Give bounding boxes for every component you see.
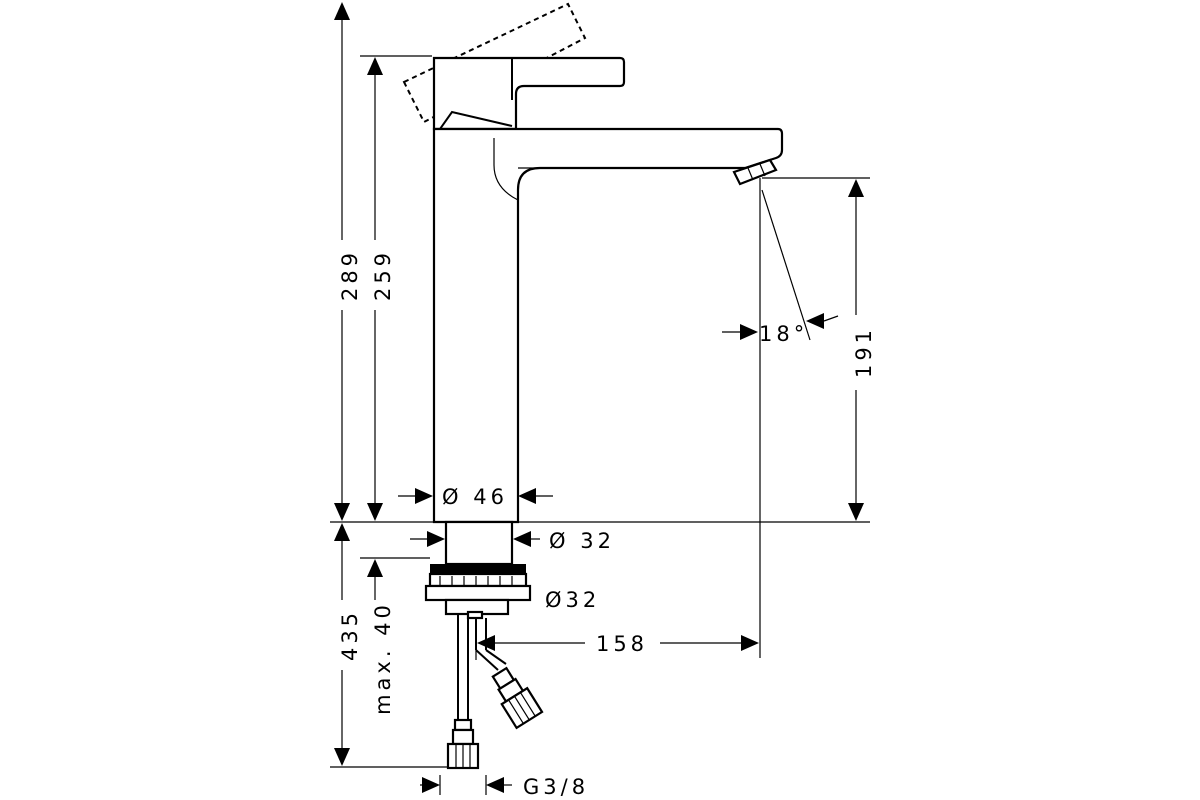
label-158: 158 — [596, 632, 648, 656]
dimension-289 — [334, 2, 350, 521]
faucet-body — [432, 56, 784, 524]
supply-hoses — [446, 614, 544, 770]
label-diameter-32-shank: Ø 32 — [549, 529, 615, 553]
lever-open-position — [402, 2, 587, 124]
dimension-191 — [848, 179, 864, 521]
label-435: 435 — [338, 609, 362, 661]
dimension-g38 — [420, 777, 512, 793]
dimension-max-40 — [367, 559, 383, 600]
dimension-diameter-32-shank — [410, 531, 540, 547]
dimension-diameter-46 — [398, 488, 553, 504]
label-289: 289 — [338, 249, 362, 301]
dimension-435 — [334, 523, 350, 766]
label-diameter-32-hole: Ø32 — [545, 588, 600, 612]
dimension-259 — [367, 57, 383, 521]
mounting-parts — [424, 520, 532, 620]
label-191: 191 — [852, 326, 876, 378]
label-max-40: max. 40 — [371, 601, 395, 715]
label-spray-angle: 18° — [759, 322, 808, 346]
label-g38: G3/8 — [523, 775, 589, 799]
dimension-spray-angle — [722, 189, 839, 341]
extension-lines — [330, 55, 870, 795]
label-259: 259 — [371, 249, 395, 301]
label-diameter-46: Ø 46 — [442, 485, 508, 509]
